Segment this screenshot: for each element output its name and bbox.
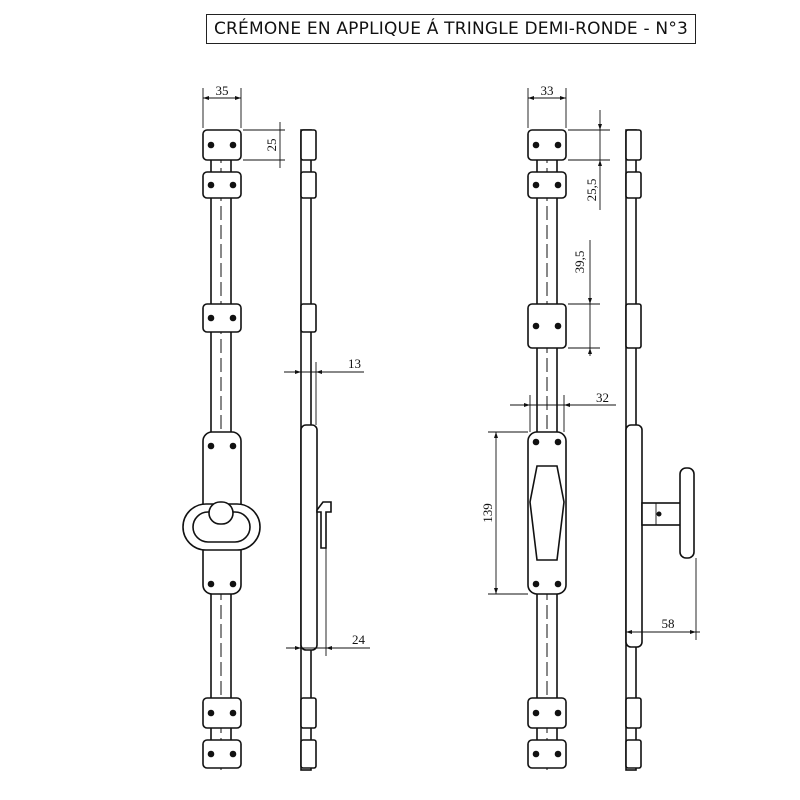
dim-25-5-label: 25,5 — [584, 179, 599, 202]
dimension-33: 33 — [527, 83, 567, 128]
side-handle — [316, 501, 332, 549]
dim-25-label: 25 — [264, 139, 279, 152]
drawing-title: CRÉMONE EN APPLIQUE Á TRINGLE DEMI-RONDE… — [206, 14, 696, 44]
dimension-35: 35 — [202, 83, 242, 128]
dimension-13: 13 — [284, 356, 364, 425]
dimension-25: 25 — [243, 122, 285, 168]
guide2-bottom-2 — [527, 739, 567, 769]
side-view-ring-handle: 13 24 — [284, 129, 370, 771]
guide2-bottom-1 — [527, 697, 567, 729]
side-knob — [641, 467, 695, 559]
guide-bottom-1 — [202, 697, 242, 729]
guide-2 — [202, 171, 242, 199]
knob-lever — [529, 465, 565, 561]
ring-handle — [182, 501, 261, 551]
guide-bottom-2 — [202, 739, 242, 769]
dim-139-label: 139 — [480, 503, 495, 523]
dimension-58: 58 — [626, 558, 700, 640]
dim-35-label: 35 — [216, 83, 229, 98]
dim-39-5-label: 39,5 — [572, 251, 587, 274]
guide2-top — [527, 129, 567, 161]
dim-13-label: 13 — [348, 356, 361, 371]
guide-top — [202, 129, 242, 161]
dimension-25-5: 25,5 — [568, 110, 610, 210]
guide2-3 — [527, 303, 567, 349]
guide2-2 — [527, 171, 567, 199]
front-view-knob-handle: 33 25,5 39,5 — [480, 83, 616, 770]
side-body-2 — [625, 424, 643, 648]
side-view-knob-handle: 58 — [625, 129, 700, 771]
side-body — [300, 424, 318, 651]
dimension-24: 24 — [286, 548, 370, 656]
dim-32-label: 32 — [596, 390, 609, 405]
dim-58-label: 58 — [662, 616, 675, 631]
dimension-32: 32 — [510, 390, 616, 432]
dimension-39-5: 39,5 — [568, 240, 600, 356]
guide-3 — [202, 303, 242, 333]
dimension-139: 139 — [480, 431, 528, 595]
front-view-ring-handle: 35 25 — [182, 83, 285, 770]
dim-33-label: 33 — [541, 83, 554, 98]
dim-24-label: 24 — [352, 632, 366, 647]
